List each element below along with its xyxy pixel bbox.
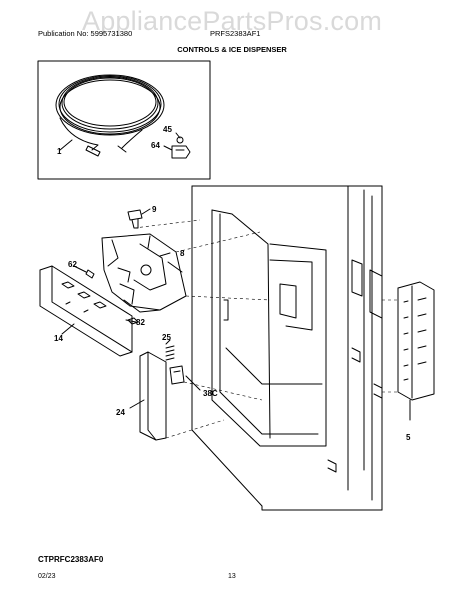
control-bezel-part (39, 265, 133, 357)
footer-page-number: 13 (228, 573, 236, 580)
dispenser-housing-part (101, 233, 187, 313)
callout-45: 45 (163, 125, 172, 134)
spring-part (165, 345, 175, 361)
door-hinge-side (327, 259, 383, 473)
screw-part (85, 269, 139, 325)
callout-38c: 38C (203, 389, 218, 398)
fridge-door-outline (191, 185, 383, 511)
watermark: AppliancePartsPros.com (81, 6, 383, 36)
switch-part (169, 365, 185, 385)
callout-64: 64 (151, 141, 160, 150)
callout-24: 24 (116, 408, 125, 417)
publication-number: Publication No: 5995731380 (38, 29, 133, 38)
callout-1: 1 (57, 147, 62, 156)
control-board-part (397, 281, 435, 401)
section-title: CONTROLS & ICE DISPENSER (177, 45, 287, 54)
footer-date: 02/23 (38, 573, 56, 580)
model-number: PRFS2383AF1 (210, 29, 261, 38)
tube-clip-part (171, 136, 191, 159)
dispenser-paddle-part (139, 351, 167, 441)
callout-5: 5 (406, 433, 411, 442)
callout-82: 82 (136, 318, 145, 327)
callout-9: 9 (152, 205, 157, 214)
callout-14: 14 (54, 334, 63, 343)
callout-25: 25 (162, 333, 171, 342)
dispenser-cavity (211, 209, 327, 447)
callout-62: 62 (68, 260, 77, 269)
diagram-code: CTPRFC2383AF0 (38, 555, 104, 564)
cap-part (127, 209, 143, 229)
callout-8: 8 (180, 249, 185, 258)
water-tube-coil (55, 74, 165, 157)
